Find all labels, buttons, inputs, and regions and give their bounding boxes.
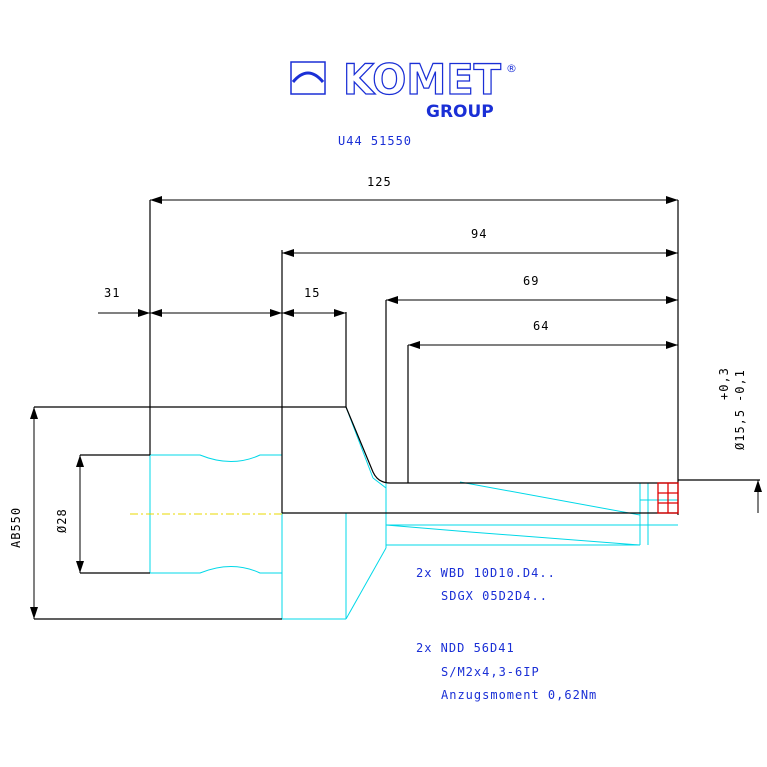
dim-94: 94 (471, 227, 487, 241)
dimension-lines (30, 196, 762, 619)
dim-tip-diameter: Ø15,5 (733, 409, 747, 450)
komet-logo: KOMET ® GROUP (290, 54, 517, 122)
logo-brand: KOMET (343, 55, 501, 104)
note-line-3: 2x NDD 56D41 (416, 641, 515, 655)
dim-tip-tol-lower: -0,1 (733, 369, 747, 402)
dim-64: 64 (533, 319, 549, 333)
dim-69: 69 (523, 274, 539, 288)
part-number: U44 51550 (338, 134, 412, 148)
dim-tip-tol-upper: +0,3 (717, 367, 731, 400)
dim-31: 31 (104, 286, 120, 300)
tool-outline (34, 200, 760, 620)
note-line-2: SDGX 05D2D4.. (441, 589, 548, 603)
dim-shank-diameter: Ø28 (55, 508, 69, 533)
note-line-1: 2x WBD 10D10.D4.. (416, 566, 556, 580)
note-line-4: S/M2x4,3-6IP (441, 665, 540, 679)
dim-125: 125 (367, 175, 392, 189)
logo-registered: ® (506, 62, 517, 75)
logo-subtitle: GROUP (426, 102, 494, 122)
dim-flange-diameter: AB550 (9, 507, 23, 548)
notes: 2x WBD 10D10.D4.. SDGX 05D2D4.. 2x NDD 5… (416, 566, 597, 702)
cutting-insert (657, 482, 679, 514)
logo-emblem-icon (290, 61, 326, 95)
dim-15: 15 (304, 286, 320, 300)
note-line-5: Anzugsmoment 0,62Nm (441, 688, 597, 702)
